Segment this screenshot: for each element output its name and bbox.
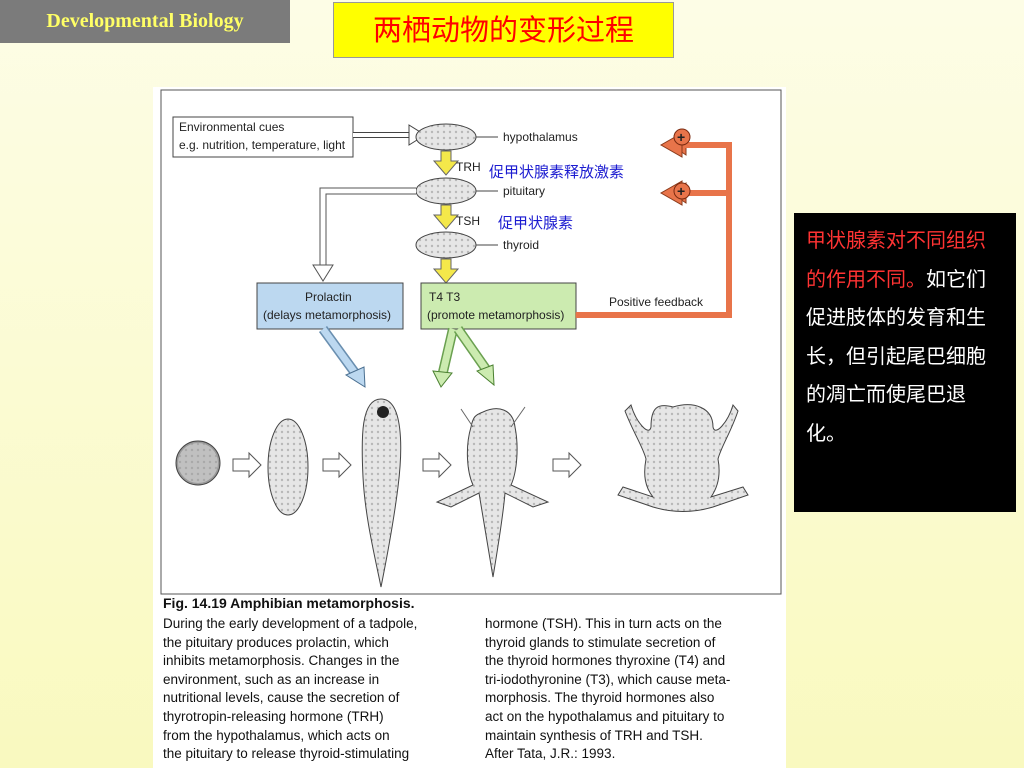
plus-sign-1: + [677, 129, 685, 145]
metamorph-froglet-stage [435, 408, 550, 578]
prolactin-box [256, 282, 404, 330]
trh-chinese-label: 促甲状腺素释放激素 [489, 163, 624, 181]
note-white-text: 如它们促进肢体的发育和生长，但引起尾巴细胞的凋亡而使尾巴退化。 [806, 266, 986, 445]
early-embryo-stage [267, 418, 309, 516]
hypothalamus-gland [415, 123, 477, 151]
tsh-chinese-label: 促甲状腺素 [498, 214, 573, 232]
env-cues-line2: e.g. nutrition, temperature, light [179, 138, 346, 152]
t4t3-line2: (promote metamorphosis) [427, 308, 564, 322]
thyroid-effect-note: 甲状腺素对不同组织的作用不同。如它们促进肢体的发育和生长，但引起尾巴细胞的凋亡而… [794, 213, 1016, 512]
metamorphosis-figure: Environmental cues e.g. nutrition, tempe… [153, 87, 786, 768]
positive-feedback-label: Positive feedback [609, 295, 704, 309]
trh-label: TRH [456, 160, 481, 174]
caption-title: Fig. 14.19 Amphibian metamorphosis. [163, 595, 415, 611]
plus-icon [673, 128, 691, 146]
plus-icon [673, 182, 691, 200]
plus-sign-2: + [677, 183, 685, 199]
note-red-text: 甲状腺素对不同组织的作用不同。 [806, 228, 986, 291]
prolactin-line2: (delays metamorphosis) [263, 308, 391, 322]
course-tag: Developmental Biology [0, 0, 290, 43]
tadpole-stage [361, 398, 402, 588]
prolactin-line1: Prolactin [305, 290, 352, 304]
env-cues-box [172, 116, 354, 158]
pituitary-label: pituitary [503, 184, 545, 198]
thyroid-label: thyroid [503, 238, 539, 252]
slide-title: 两栖动物的变形过程 [333, 2, 674, 58]
caption-left-column: During the early development of a tadpol… [163, 616, 418, 762]
caption-right-column: hormone (TSH). This in turn acts on the … [485, 616, 731, 762]
t4t3-line1: T4 T3 [429, 290, 460, 304]
pituitary-gland [415, 177, 477, 205]
env-cues-line1: Environmental cues [179, 120, 284, 134]
t4t3-box [420, 282, 577, 330]
adult-frog-stage [617, 403, 749, 512]
hypothalamus-label: hypothalamus [503, 130, 578, 144]
tsh-label: TSH [456, 214, 480, 228]
thyroid-gland [415, 231, 477, 259]
hormone-diagram: Environmental cues e.g. nutrition, tempe… [160, 89, 782, 595]
